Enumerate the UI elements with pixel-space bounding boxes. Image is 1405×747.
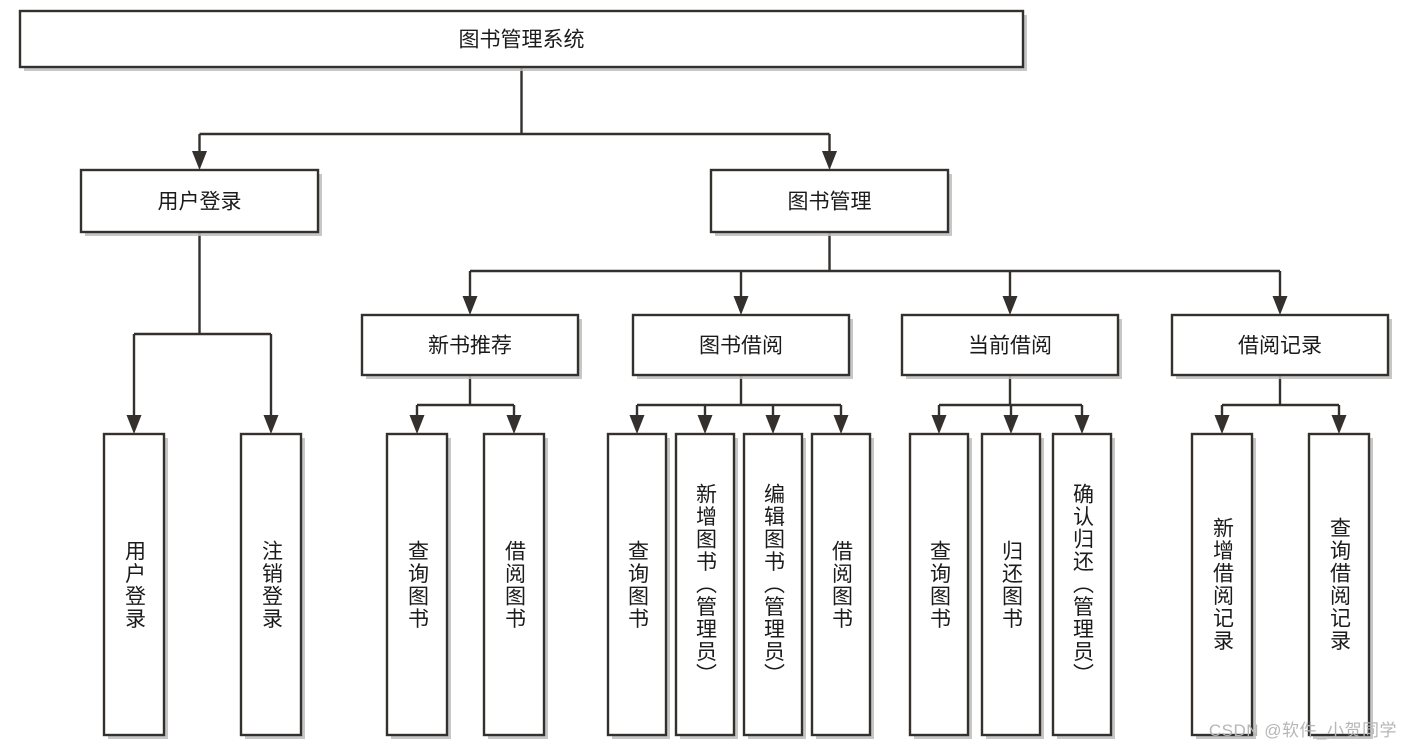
node-leaf-6[interactable] bbox=[742, 432, 804, 737]
node-leaf-9[interactable] bbox=[980, 432, 1042, 737]
connector-arrow-icon bbox=[1002, 296, 1018, 315]
node-leaf-7[interactable] bbox=[810, 432, 872, 737]
connector-arrow-icon bbox=[506, 415, 522, 434]
connector-arrow-icon bbox=[126, 415, 142, 434]
node-leaf-2[interactable] bbox=[385, 432, 449, 737]
connector-arrow-icon bbox=[765, 415, 781, 434]
connector-arrow-icon bbox=[822, 151, 837, 170]
node-leaf-12[interactable] bbox=[1307, 432, 1371, 737]
node-level2-label-0: 用户登录 bbox=[158, 191, 242, 214]
node-level2-label-1: 图书管理 bbox=[788, 191, 872, 214]
node-level3-label-0: 新书推荐 bbox=[428, 335, 512, 358]
node-root-label: 图书管理系统 bbox=[459, 29, 585, 52]
node-level3-label-2: 当前借阅 bbox=[968, 335, 1052, 358]
node-level3-2[interactable] bbox=[900, 313, 1120, 377]
connector-arrow-icon bbox=[931, 415, 947, 434]
node-level2-1[interactable] bbox=[709, 168, 950, 234]
connector-arrow-icon bbox=[1074, 415, 1090, 434]
node-root[interactable] bbox=[18, 9, 1025, 69]
node-leaf-0[interactable] bbox=[102, 432, 166, 737]
node-leaf-3[interactable] bbox=[482, 432, 546, 737]
connector-arrow-icon bbox=[1003, 415, 1019, 434]
node-level3-0[interactable] bbox=[360, 313, 580, 377]
connector-arrow-icon bbox=[697, 415, 713, 434]
connector-arrow-icon bbox=[192, 151, 207, 170]
connector-arrow-icon bbox=[409, 415, 425, 434]
node-level3-label-3: 借阅记录 bbox=[1238, 335, 1322, 358]
node-leaf-10[interactable] bbox=[1051, 432, 1113, 737]
connector-arrow-icon bbox=[733, 296, 749, 315]
node-leaf-11[interactable] bbox=[1190, 432, 1254, 737]
node-leaf-4[interactable] bbox=[606, 432, 668, 737]
node-level3-3[interactable] bbox=[1170, 313, 1390, 377]
node-leaf-5[interactable] bbox=[674, 432, 736, 737]
connector-arrow-icon bbox=[462, 296, 478, 315]
connector-arrow-icon bbox=[1331, 415, 1347, 434]
connector-arrow-icon bbox=[1272, 296, 1288, 315]
watermark-text: CSDN @软件_小贺同学 bbox=[1208, 721, 1397, 740]
node-leaf-1[interactable] bbox=[239, 432, 303, 737]
node-leaf-8[interactable] bbox=[908, 432, 970, 737]
node-boxes-layer bbox=[18, 9, 1390, 737]
node-level2-0[interactable] bbox=[79, 168, 320, 234]
connectors-layer bbox=[126, 67, 1347, 434]
connector-arrow-icon bbox=[1214, 415, 1230, 434]
connector-arrow-icon bbox=[263, 415, 279, 434]
connector-arrow-icon bbox=[833, 415, 849, 434]
connector-arrow-icon bbox=[629, 415, 645, 434]
node-level3-label-1: 图书借阅 bbox=[699, 335, 783, 358]
node-level3-1[interactable] bbox=[631, 313, 851, 377]
